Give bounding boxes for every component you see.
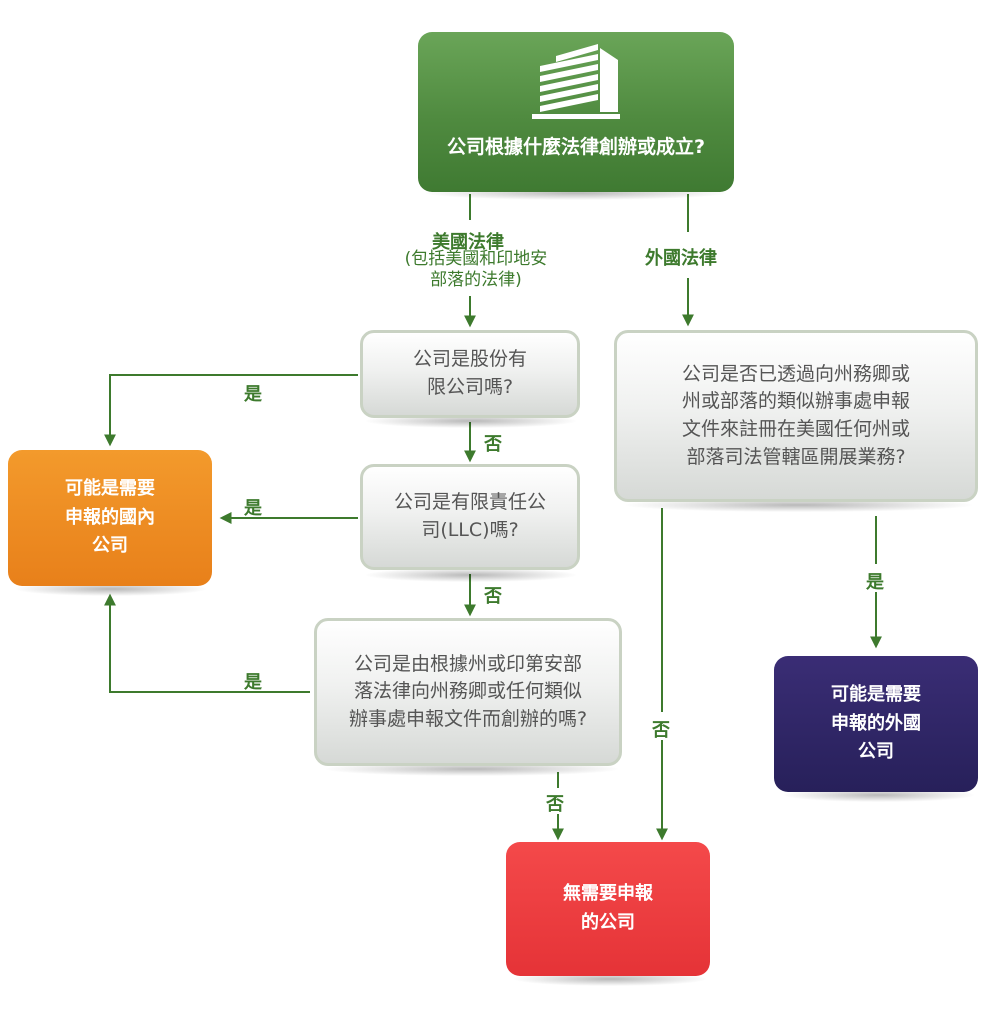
q2-shadow (366, 568, 576, 582)
edge-label-yes-q2: 是 (244, 498, 262, 519)
result-domestic-reporting-company: 可能是需要 申報的國內 公司 (8, 450, 212, 586)
result-not-reporting-company: 無需要申報 的公司 (506, 842, 710, 976)
building-icon (532, 44, 620, 119)
connector-q3-yes (104, 593, 310, 693)
edge-label-no-q2: 否 (484, 586, 502, 607)
us-law-note: (包括美國和印地安 部落的法律) (404, 249, 548, 291)
edge-label-yes-q3: 是 (244, 672, 262, 693)
question-created-by-filing: 公司是由根據州或印第安部 落法律向州務卿或任何類似 辦事處申報文件而創辦的嗎? (314, 618, 622, 766)
edge-label-no-q3: 否 (546, 794, 564, 815)
question-registered-to-do-business: 公司是否已透過向州務卿或 州或部落的類似辦事處申報 文件來註冊在美國任何州或 部… (614, 330, 978, 502)
question-llc: 公司是有限責任公 司(LLC)嗎? (360, 464, 580, 570)
edge-label-yes-q4: 是 (866, 572, 884, 593)
edge-label-no-q4: 否 (652, 720, 670, 741)
start-question-text: 公司根據什麼法律創辦或成立? (446, 136, 706, 158)
result-foreign-reporting-company: 可能是需要 申報的外國 公司 (774, 656, 978, 792)
edge-label-yes-q1: 是 (244, 384, 262, 405)
us-law-label: 美國法律 (432, 232, 504, 253)
start-question-box: 公司根據什麼法律創辦或成立? (418, 32, 734, 192)
edge-label-no-q1: 否 (484, 434, 502, 455)
connector-q1-yes (104, 374, 358, 447)
foreign-law-label: 外國法律 (645, 248, 717, 269)
question-corporation: 公司是股份有 限公司嗎? (360, 330, 580, 418)
